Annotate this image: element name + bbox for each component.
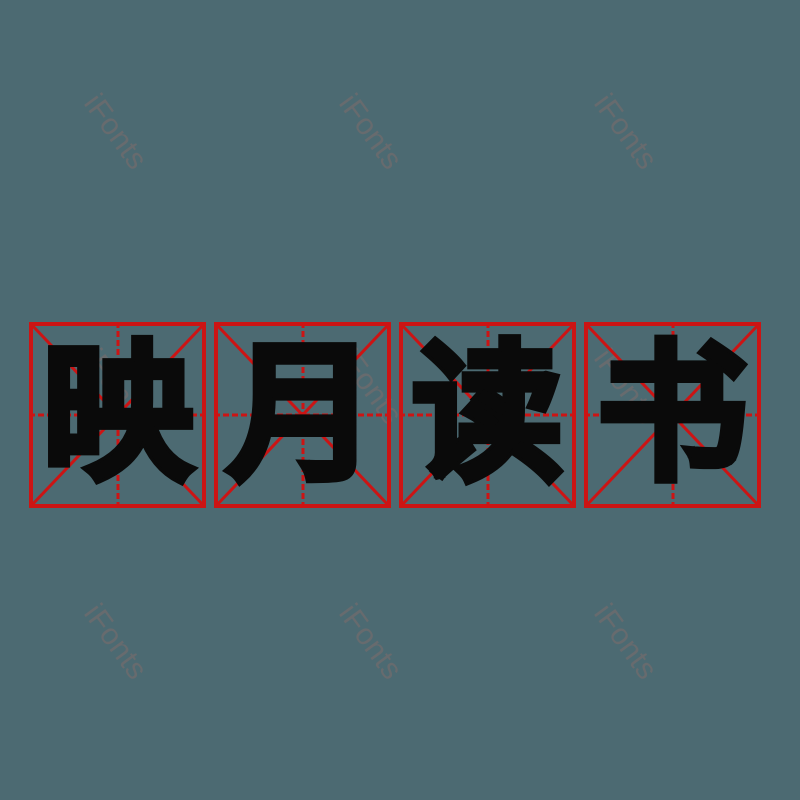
character-grid-row: 映 月 读: [29, 322, 771, 508]
character-glyph: 读: [409, 328, 566, 502]
character-cell-2: 月: [214, 322, 391, 508]
watermark-text: iFonts: [587, 88, 664, 176]
grid-horizontal-guide: [399, 413, 576, 417]
watermark-text: iFonts: [77, 88, 154, 176]
character-cell-1: 映: [29, 322, 206, 508]
watermark-text: iFonts: [587, 598, 664, 686]
character-glyph: 映: [39, 328, 196, 502]
watermark-text: iFonts: [332, 598, 409, 686]
character-cell-4: 书: [584, 322, 761, 508]
watermark-text: iFonts: [77, 598, 154, 686]
character-glyph: 书: [594, 328, 751, 502]
grid-horizontal-guide: [584, 413, 761, 417]
watermark-text: iFonts: [332, 88, 409, 176]
grid-horizontal-guide: [214, 413, 391, 417]
character-cell-3: 读: [399, 322, 576, 508]
grid-frame: [584, 322, 761, 508]
grid-horizontal-guide: [29, 413, 206, 417]
grid-frame: [399, 322, 576, 508]
grid-frame: [29, 322, 206, 508]
character-glyph: 月: [224, 328, 381, 502]
grid-frame: [214, 322, 391, 508]
